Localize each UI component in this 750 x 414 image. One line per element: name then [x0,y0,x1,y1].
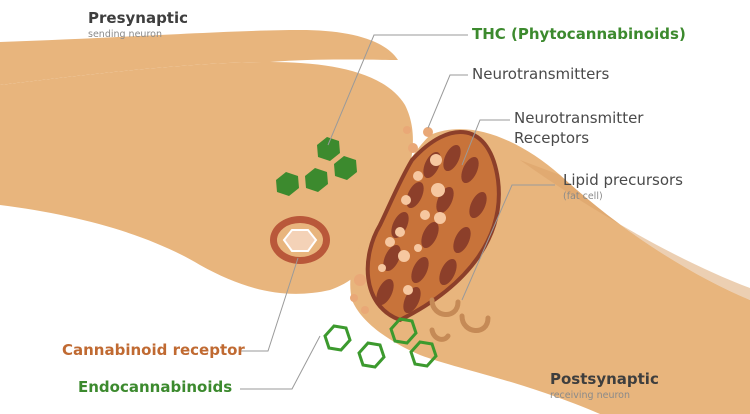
neurotransmitter-receptors-label-line2: Receptors [514,129,590,147]
presynaptic-sublabel: sending neuron [88,29,162,40]
postsynaptic-label: Postsynaptic [550,370,659,388]
lipid-precursors [429,297,491,342]
endocannabinoids-molecules [323,317,438,369]
neurotransmitter-receptors-label-line1: Neurotransmitter [514,109,644,127]
postsynaptic-sublabel: receiving neuron [550,390,630,401]
lipid-precursors-label: Lipid precursors [563,171,683,189]
thc-label: THC (Phytocannabinoids) [472,25,686,43]
endocannabinoids-label: Endocannabinoids [78,378,233,396]
neurotransmitter-receptor-region [365,130,501,323]
cannabinoid-receptor [270,216,330,264]
neurotransmitter-particles [350,126,433,314]
thc-molecules [276,137,357,196]
presynaptic-neuron [0,0,750,294]
presynaptic-label: Presynaptic [88,9,189,27]
neurotransmitters-label: Neurotransmitters [472,65,610,83]
leader-lines [240,34,555,390]
lipid-precursors-sublabel: (fat cell) [563,191,603,202]
cannabinoid-receptor-label: Cannabinoid receptor [62,341,245,359]
